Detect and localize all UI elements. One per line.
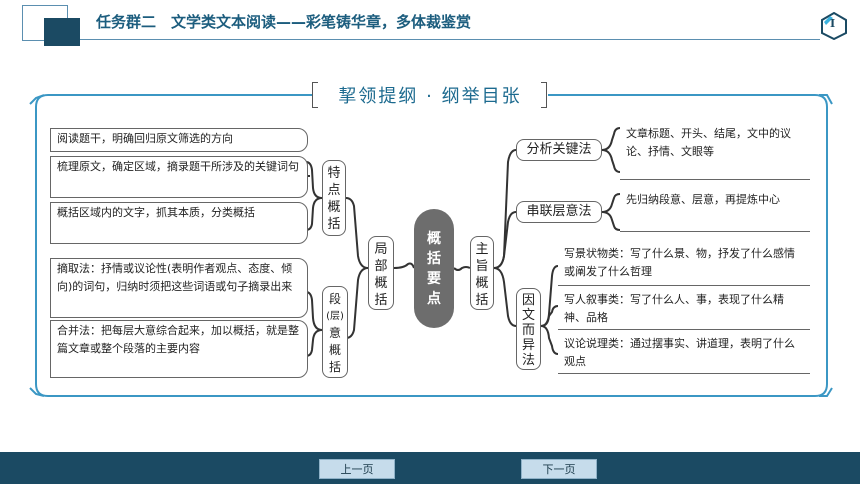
label-char: 异 xyxy=(521,338,535,353)
analyze-key-method-text: 文章标题、开头、结尾，文中的议论、抒情、文眼等 xyxy=(620,124,810,180)
label-char: 括 xyxy=(475,293,489,308)
prev-page-button[interactable]: 上一页 xyxy=(319,459,395,479)
label-char: 文 xyxy=(521,308,535,323)
label-char: 局 xyxy=(374,242,388,257)
center-char: 点 xyxy=(427,291,441,307)
label-char: (层) xyxy=(326,311,344,322)
feature-item: 梳理原文，确定区域，摘录题干所涉及的关键词句 xyxy=(50,156,308,198)
local-summary-label: 局 部 概 括 xyxy=(368,236,394,310)
paragraph-summary-label: 段 (层) 意 概 括 xyxy=(322,286,348,378)
center-char: 括 xyxy=(427,251,441,267)
genre-item: 写景状物类：写了什么景、物，抒发了什么感情或阐发了什么哲理 xyxy=(558,244,810,286)
header-decor-square-filled xyxy=(44,18,80,46)
series-method-label: 串联层意法 xyxy=(516,201,602,223)
analyze-key-method-label: 分析关键法 xyxy=(516,139,602,161)
label-char: 主 xyxy=(475,242,489,257)
label-char: 括 xyxy=(374,293,388,308)
label-char: 点 xyxy=(327,183,341,198)
genre-item: 写人叙事类：写了什么人、事，表现了什么精神、品格 xyxy=(558,290,810,330)
series-method-text: 先归纳段意、层意，再提炼中心 xyxy=(620,190,810,232)
label-char: 法 xyxy=(521,353,535,368)
page-badge-number: I xyxy=(830,17,836,30)
next-page-button[interactable]: 下一页 xyxy=(521,459,597,479)
mindmap-lines xyxy=(29,94,833,397)
label-char: 概 xyxy=(374,276,388,291)
label-char: 旨 xyxy=(475,259,489,274)
section-title: 挈领提纲 · 纲举目张 xyxy=(319,82,541,108)
label-char: 特 xyxy=(327,166,341,181)
feature-item: 概括区域内的文字，抓其本质，分类概括 xyxy=(50,202,308,244)
center-char: 概 xyxy=(427,231,441,247)
label-char: 段 xyxy=(328,292,341,306)
central-topic: 概 括 要 点 xyxy=(414,209,454,328)
label-char: 括 xyxy=(327,217,341,232)
label-char: 意 xyxy=(328,326,341,340)
label-char: 因 xyxy=(521,293,535,308)
paragraph-item: 合并法：把每层大意综合起来，加以概括，就是整篇文章或整个段落的主要内容 xyxy=(50,320,308,378)
label-char: 概 xyxy=(475,276,489,291)
center-char: 要 xyxy=(427,271,441,287)
section-title-bracket-right xyxy=(541,82,547,108)
paragraph-item: 摘取法：抒情或议论性(表明作者观点、态度、倾向)的词句，归纳时须把这些词语或句子… xyxy=(50,258,308,318)
label-char: 括 xyxy=(328,360,341,374)
section-title-bracket-left xyxy=(312,82,318,108)
page-title: 任务群二 文学类文本阅读——彩笔铸华章，多体裁鉴赏 xyxy=(96,13,472,31)
label-char: 部 xyxy=(374,259,388,274)
theme-summary-label: 主 旨 概 括 xyxy=(470,236,494,310)
label-char: 而 xyxy=(521,323,535,338)
feature-summary-label: 特 点 概 括 xyxy=(322,160,346,236)
header-divider xyxy=(80,39,820,40)
genre-item: 议论说理类：通过摆事实、讲道理，表明了什么观点 xyxy=(558,334,810,374)
feature-item: 阅读题干，明确回归原文筛选的方向 xyxy=(50,128,308,152)
page-badge-icon: I xyxy=(820,11,848,41)
footer-bar xyxy=(0,452,860,484)
label-char: 概 xyxy=(327,200,341,215)
label-char: 概 xyxy=(328,343,341,357)
genre-method-label: 因 文 而 异 法 xyxy=(516,288,541,370)
